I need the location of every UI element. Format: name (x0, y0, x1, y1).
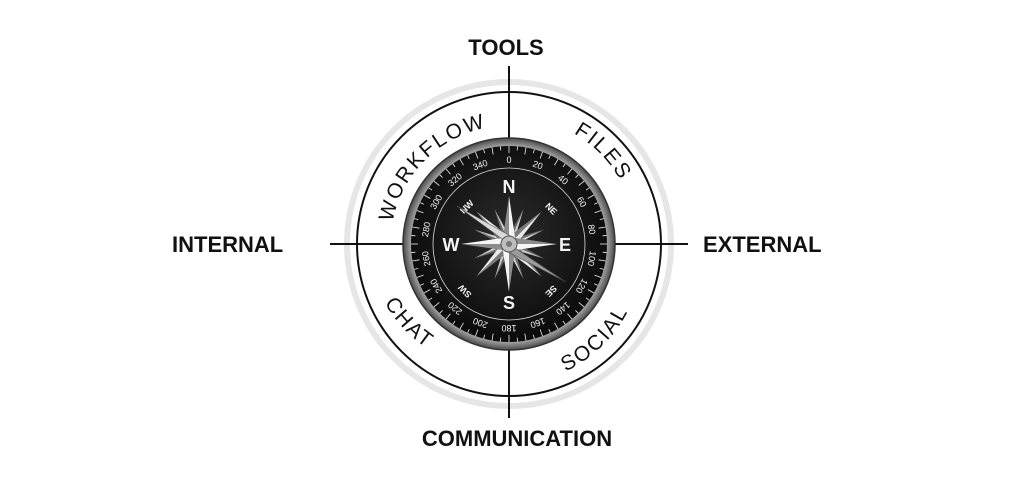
compass-tick (599, 267, 604, 270)
compass-tick (598, 259, 606, 262)
compass-degree-label: 100 (585, 250, 597, 267)
compass-tick (428, 187, 433, 191)
compass-tick (412, 259, 420, 262)
rose-spike (509, 196, 516, 244)
cardinal-w: W (443, 235, 460, 255)
compass-tick (475, 329, 479, 337)
axis-label-external: EXTERNAL (703, 232, 822, 257)
compass-tick (491, 147, 494, 155)
rose-spike (509, 244, 516, 292)
compass-degree-label: 260 (420, 250, 432, 267)
compass-tick (594, 202, 598, 205)
compass-degree-label: 280 (420, 221, 432, 238)
compass-tick (483, 334, 486, 339)
compass-tick (416, 210, 424, 214)
compass-tick (575, 310, 579, 314)
compass-tick (594, 274, 602, 278)
compass-tick (412, 226, 420, 229)
compass-tick (539, 329, 543, 337)
compass-tick (599, 218, 604, 221)
compass-tick (475, 151, 479, 159)
compass-degree-label: 0 (506, 155, 511, 165)
rose-spike (461, 244, 509, 251)
compass-tick (598, 226, 606, 229)
compass-tick (423, 194, 431, 199)
compass-tick (587, 289, 595, 294)
compass-tick (585, 187, 590, 191)
compass-tick (548, 155, 551, 159)
compass-tick (433, 180, 440, 186)
compass-tick (554, 158, 559, 166)
rose-spike (502, 244, 509, 292)
compass-tick (452, 320, 456, 325)
compass-tick (445, 168, 451, 175)
compass-tick (554, 322, 559, 330)
compass-degree-label: 40 (556, 173, 570, 187)
compass-degree-label: 160 (529, 316, 547, 331)
compass-tick (567, 168, 573, 175)
compass-degree-label: 60 (575, 195, 589, 209)
compass-needle (456, 205, 567, 283)
rose-spike (509, 237, 557, 244)
compass-degree-label: 340 (471, 158, 489, 173)
compass-tick (567, 313, 573, 320)
axis-label-tools: TOOLS (468, 35, 543, 60)
compass-tick (483, 149, 486, 154)
compass-tick (532, 334, 535, 339)
compass-tick (439, 174, 443, 178)
compass-tick (548, 329, 551, 333)
compass-tick (428, 297, 433, 301)
compass-tick (445, 313, 451, 320)
compass-degree-label: 180 (501, 323, 516, 333)
compass-tick (532, 149, 535, 154)
compass-tick (459, 158, 464, 166)
compass-tick (578, 302, 585, 308)
compass-tick (439, 310, 443, 314)
compass-tick (587, 194, 595, 199)
compass-tick (423, 289, 431, 294)
compass-tick (578, 180, 585, 186)
compass-tick (433, 302, 440, 308)
compass-tick (594, 210, 602, 214)
compass-degree-label: 200 (471, 316, 489, 331)
compass-tick (459, 322, 464, 330)
cardinal-e: E (559, 235, 571, 255)
compass-tick (585, 297, 590, 301)
compass-tick (524, 333, 527, 341)
compass-tick (539, 151, 543, 159)
compass-tick (416, 274, 424, 278)
compass-tick (452, 163, 456, 168)
compass-tick (467, 155, 470, 159)
cardinal-n: N (503, 177, 516, 197)
compass-tick (467, 329, 470, 333)
compass-tick (420, 202, 424, 205)
rose-spike (461, 237, 509, 244)
axis-label-communication: COMMUNICATION (422, 426, 612, 451)
compass-inner-ring (432, 167, 586, 321)
compass-degree-label: 80 (586, 224, 598, 236)
compass-tick (562, 320, 566, 325)
compass-tick (414, 218, 419, 221)
compass-tick (575, 174, 579, 178)
compass-ticks (411, 146, 607, 342)
compass-degree-label: 20 (531, 159, 544, 172)
compass-tick (420, 283, 424, 286)
compass-tick (491, 333, 494, 341)
cardinal-s: S (503, 293, 515, 313)
compass-tick (414, 267, 419, 270)
rose-spike (509, 244, 557, 251)
compass-tick (562, 163, 566, 168)
compass-tick (524, 147, 527, 155)
axis-label-internal: INTERNAL (172, 232, 283, 257)
compass-tick (594, 283, 598, 286)
